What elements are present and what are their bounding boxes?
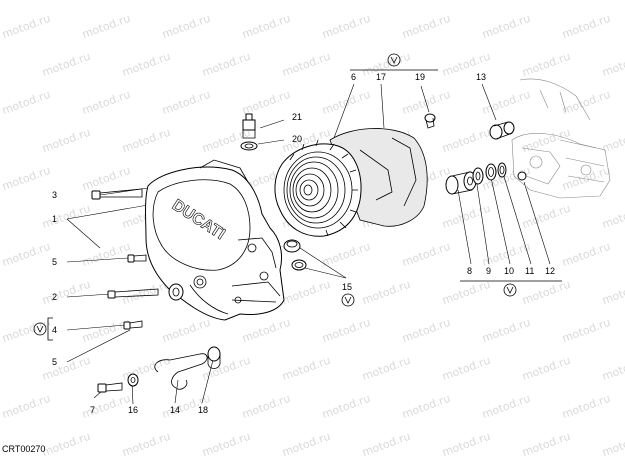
circlip-11 xyxy=(497,162,507,178)
spring-clip-14 xyxy=(154,353,208,390)
callout-14: 14 xyxy=(170,405,180,415)
callout-1: 1 xyxy=(52,214,57,224)
reference-symbol-bottom xyxy=(503,283,517,297)
plug-15 xyxy=(283,239,301,253)
spacer-13 xyxy=(489,121,515,140)
callout-12: 12 xyxy=(545,266,555,276)
leader-lines xyxy=(47,69,562,405)
screw-5-lower xyxy=(123,320,143,330)
callout-13: 13 xyxy=(476,72,486,82)
callout-5-lower: 5 xyxy=(52,357,57,367)
bushing-8 xyxy=(445,171,477,195)
callout-9: 9 xyxy=(486,266,491,276)
bushing-18 xyxy=(207,346,221,369)
clutch-cover: DUCATI xyxy=(145,159,285,321)
ring-9 xyxy=(472,167,484,185)
callout-17: 17 xyxy=(376,72,386,82)
engine-casing-fragment xyxy=(511,78,611,199)
screw-5-upper xyxy=(127,254,147,263)
callout-4: 4 xyxy=(52,325,57,335)
callout-2: 2 xyxy=(52,292,57,302)
callout-18: 18 xyxy=(198,405,208,415)
callout-19: 19 xyxy=(415,72,425,82)
washer-16 xyxy=(127,373,139,387)
clutch-guard-6 xyxy=(274,139,362,237)
sensor-21 xyxy=(242,113,256,139)
reference-symbol-left xyxy=(33,322,47,336)
washer-20 xyxy=(240,141,258,151)
callout-6: 6 xyxy=(351,72,356,82)
o-ring-15 xyxy=(291,259,307,271)
callout-15: 15 xyxy=(342,282,352,292)
callout-16: 16 xyxy=(128,405,138,415)
screw-7 xyxy=(97,382,123,393)
drawing-code: CRT00270 xyxy=(2,444,46,454)
reference-symbol-mid xyxy=(341,293,355,307)
o-ring-12 xyxy=(517,171,527,181)
callout-10: 10 xyxy=(504,266,514,276)
screw-2 xyxy=(107,288,159,299)
ring-10 xyxy=(485,163,497,181)
screw-3 xyxy=(91,188,143,200)
callout-7: 7 xyxy=(90,405,95,415)
callout-labels: 3 1 5 2 4 5 7 16 14 18 21 20 15 6 17 19 … xyxy=(52,72,555,415)
callout-3: 3 xyxy=(52,190,57,200)
callout-11: 11 xyxy=(525,266,534,276)
callout-20: 20 xyxy=(292,134,302,144)
callout-5-upper: 5 xyxy=(52,257,57,267)
bolt-19 xyxy=(424,113,436,129)
reference-symbol-top xyxy=(387,53,401,67)
callout-8: 8 xyxy=(467,266,472,276)
washer-under-screw-2 xyxy=(168,283,184,301)
callout-21: 21 xyxy=(292,112,302,122)
